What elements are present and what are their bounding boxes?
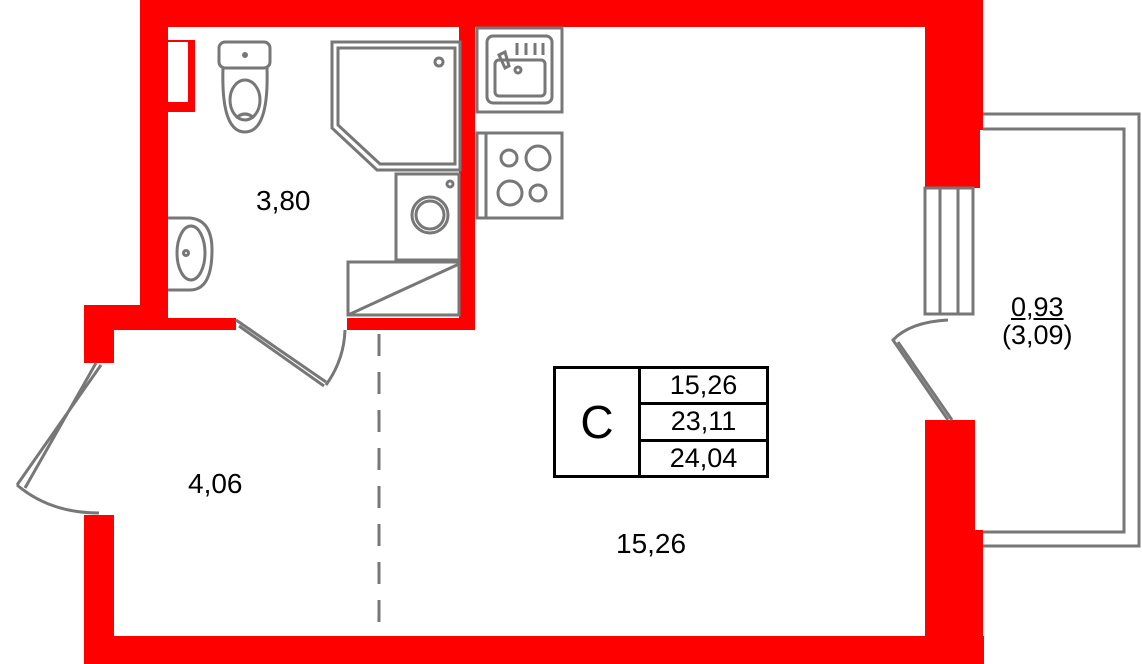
room-area-living-room: 15,26 [616, 528, 687, 559]
entrance-door-icon [15, 362, 103, 515]
balcony-area-full: (3,09) [1002, 320, 1073, 351]
window-icon [923, 186, 975, 316]
apartment-type: С [556, 369, 641, 475]
total-area: 23,11 [641, 402, 766, 438]
total-area-with-balcony: 24,04 [641, 438, 766, 475]
shower-icon [330, 40, 462, 172]
bathroom-door-icon [235, 318, 347, 388]
balcony-label: 0,93 (3,09) [1002, 293, 1073, 350]
washbasin-icon [168, 216, 214, 292]
cabinet-icon [346, 260, 461, 317]
kitchen-sink-icon [475, 26, 564, 114]
living-area: 15,26 [669, 370, 738, 401]
balcony-area: 0,93 [1010, 292, 1064, 322]
toilet-icon [217, 40, 272, 134]
room-area-bathroom: 3,80 [256, 185, 311, 216]
fixtures [15, 26, 1141, 636]
balcony-outline [983, 112, 1141, 548]
balcony-door-icon [891, 318, 950, 421]
washing-machine-icon [394, 172, 461, 262]
room-area-hallway: 4,06 [188, 468, 243, 499]
area-legend: С 15,26 23,11 24,04 [553, 366, 769, 478]
stove-icon [475, 131, 564, 220]
walls [84, 0, 984, 664]
